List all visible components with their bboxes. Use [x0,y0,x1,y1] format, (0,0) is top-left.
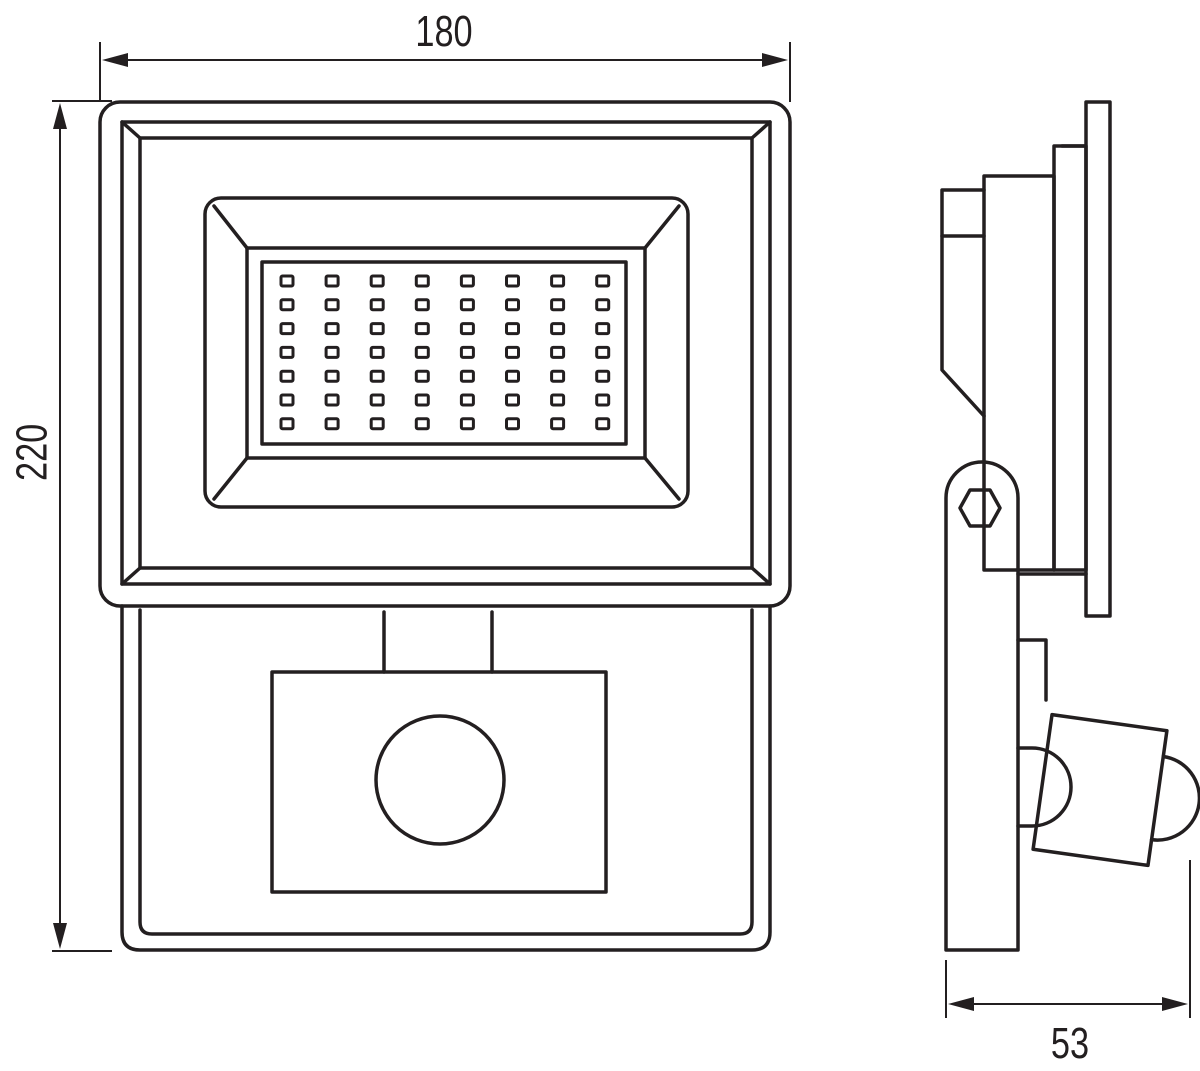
side-sensor-lens [1149,754,1200,842]
sensor-bracket-inner [138,608,754,936]
led-chip [550,274,566,288]
led-chip [505,393,520,407]
led-chip [279,274,295,288]
led-chip [414,274,430,288]
led-chip [459,298,475,312]
height-label: 220 [7,424,56,481]
led-chip [595,345,611,359]
side-driver-box [940,188,986,418]
led-chip [414,322,430,336]
led-chip [414,345,430,359]
led-chip [505,322,520,336]
led-chip [279,393,295,407]
led-chip [369,274,385,288]
led-chip [324,393,340,407]
sensor-lens [374,714,506,846]
led-chip [595,393,611,407]
led-chip [459,393,475,407]
led-chip [505,345,520,359]
bezel-inner [138,136,754,570]
led-chip [414,393,430,407]
led-chip [414,369,430,383]
led-board [260,260,628,446]
lamp-housing [98,100,792,608]
led-grid [279,274,611,431]
reflector-outer [203,196,690,509]
hinge-nut-icon [958,488,1002,528]
led-chip [505,274,520,288]
led-chip [459,322,475,336]
led-chip [459,345,475,359]
led-chip [505,417,520,431]
led-chip [324,274,340,288]
led-chip [595,369,611,383]
front-view [98,100,792,952]
led-chip [369,322,385,336]
depth-label: 53 [1051,1019,1089,1068]
led-chip [369,393,385,407]
side-bezel [1052,144,1088,572]
led-chip [459,369,475,383]
led-chip [324,298,340,312]
depth-dimension: 53 [945,860,1191,1068]
led-chip [550,322,566,336]
led-chip [324,345,340,359]
led-chip [369,417,385,431]
led-chip [505,369,520,383]
led-chip [369,369,385,383]
led-chip [550,298,566,312]
bezel-outer [120,120,772,586]
led-chip [369,298,385,312]
led-chip [550,369,566,383]
led-chip [414,298,430,312]
led-chip [550,393,566,407]
side-view [940,100,1200,952]
side-hinge-arm [944,460,1020,952]
led-chip [550,417,566,431]
reflector-inner [245,246,647,460]
led-chip [369,345,385,359]
led-chip [324,322,340,336]
sensor-head [270,670,608,894]
led-chip [279,322,295,336]
side-front-plate [1084,100,1112,618]
led-chip [595,322,611,336]
led-chip [459,274,475,288]
led-chip [595,274,611,288]
led-chip [279,298,295,312]
led-chip [279,417,295,431]
led-chip [595,298,611,312]
led-chip [414,417,430,431]
led-chip [324,417,340,431]
led-chip [459,417,475,431]
width-label: 180 [415,7,472,56]
side-sensor-head [1031,712,1169,868]
height-dimension: 220 [7,100,112,952]
led-chip [595,417,611,431]
width-dimension: 180 [99,7,791,102]
led-chip [324,369,340,383]
led-chip [505,298,520,312]
sensor-bracket [120,604,772,952]
led-chip [550,345,566,359]
led-chip [279,345,295,359]
led-chip [279,369,295,383]
